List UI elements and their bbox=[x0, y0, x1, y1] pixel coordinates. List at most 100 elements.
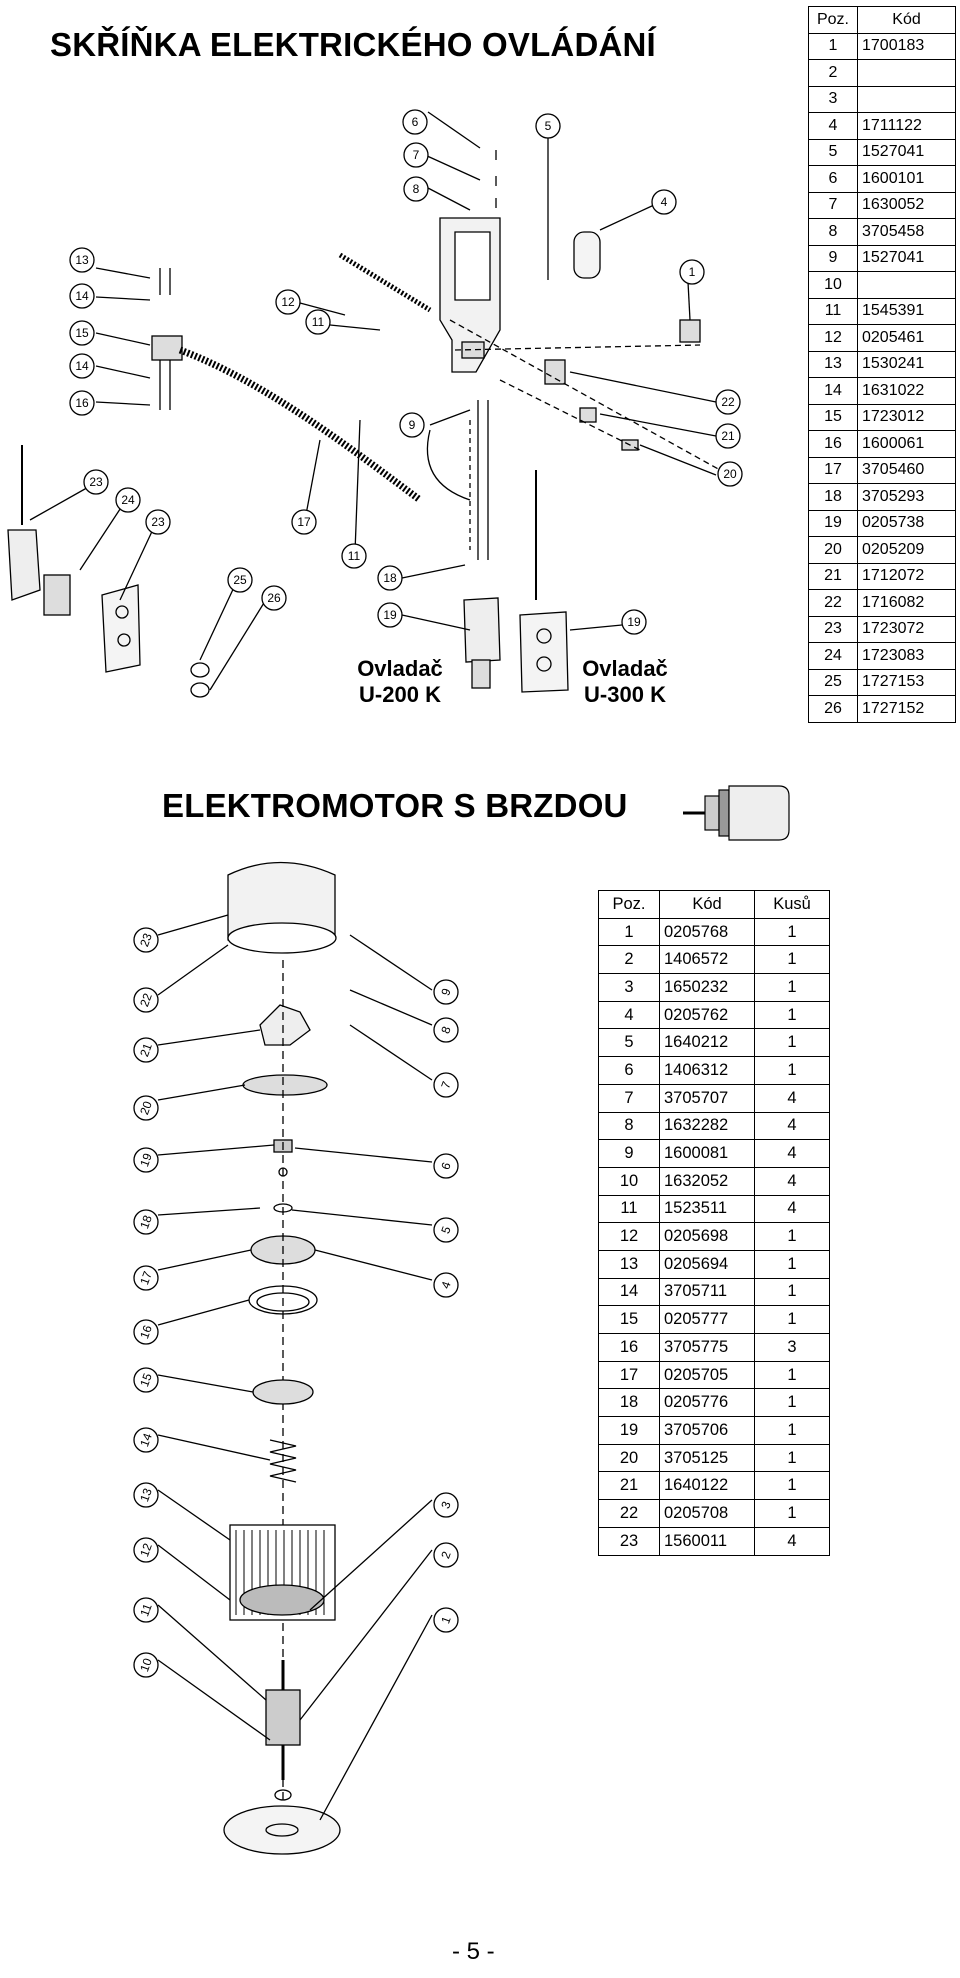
cell-poz: 18 bbox=[808, 483, 858, 511]
cell-kod: 3705775 bbox=[659, 1333, 755, 1362]
cell-kod: 3705458 bbox=[857, 218, 956, 246]
callout-number: 4 bbox=[438, 1279, 454, 1290]
callout-number: 25 bbox=[233, 573, 247, 587]
cell-kusu: 1 bbox=[754, 1277, 830, 1307]
controller-u300-line2: U-300 K bbox=[584, 682, 666, 707]
cell-kod: 1650232 bbox=[659, 973, 755, 1002]
callout-circle bbox=[69, 247, 95, 273]
cell-kod: 1545391 bbox=[857, 297, 956, 325]
callout-circle bbox=[305, 309, 331, 335]
cell-kusu: 4 bbox=[754, 1526, 830, 1556]
callout-number: 14 bbox=[75, 359, 89, 373]
callout-marker: 12 bbox=[275, 289, 301, 315]
cell-kod bbox=[857, 85, 956, 113]
cell-kod: 0205694 bbox=[659, 1249, 755, 1279]
cell-poz: 5 bbox=[808, 138, 858, 166]
callout-circle bbox=[621, 609, 647, 635]
cell-poz: 22 bbox=[808, 589, 858, 617]
cell-poz: 1 bbox=[598, 917, 660, 947]
callout-marker: 14 bbox=[69, 353, 95, 379]
callout-marker: 17 bbox=[133, 1265, 159, 1291]
callout-number: 19 bbox=[627, 615, 641, 629]
cell-kod: 1600081 bbox=[659, 1139, 755, 1168]
callout-number: 5 bbox=[438, 1224, 454, 1235]
cell-kusu: 1 bbox=[754, 1056, 830, 1085]
callout-number: 16 bbox=[75, 396, 89, 410]
cell-poz: 1 bbox=[808, 32, 858, 60]
callout-circle bbox=[115, 487, 141, 513]
callout-marker: 18 bbox=[377, 565, 403, 591]
cell-kod: 1712072 bbox=[857, 562, 956, 590]
cell-kod: 0205698 bbox=[659, 1222, 755, 1251]
callout-circle bbox=[133, 1652, 159, 1678]
callout-circle bbox=[83, 469, 109, 495]
cell-kod: 3705460 bbox=[857, 456, 956, 484]
callout-marker: 18 bbox=[133, 1209, 159, 1235]
callout-circle bbox=[291, 509, 317, 535]
callout-marker: 15 bbox=[69, 320, 95, 346]
cell-kusu: 4 bbox=[754, 1139, 830, 1168]
cell-poz: 16 bbox=[598, 1333, 660, 1362]
cell-poz: 19 bbox=[808, 509, 858, 537]
cell-kod: 1560011 bbox=[659, 1526, 755, 1556]
cell-kusu: 1 bbox=[754, 1416, 830, 1445]
callout-circle bbox=[133, 1537, 159, 1563]
callout-marker: 4 bbox=[433, 1272, 459, 1298]
cell-kod: 1723072 bbox=[857, 615, 956, 643]
callout-marker: 3 bbox=[433, 1492, 459, 1518]
cell-poz: 10 bbox=[808, 271, 858, 299]
cell-kusu: 1 bbox=[754, 917, 830, 947]
callout-marker: 12 bbox=[133, 1537, 159, 1563]
callout-circle bbox=[433, 1607, 459, 1633]
cell-kusu: 3 bbox=[754, 1333, 830, 1362]
callout-marker: 13 bbox=[69, 247, 95, 273]
motor-thumbnail-icon bbox=[683, 785, 790, 841]
callout-circle bbox=[275, 289, 301, 315]
cell-kusu: 1 bbox=[754, 1443, 830, 1473]
callout-marker: 21 bbox=[715, 423, 741, 449]
cell-kusu: 4 bbox=[754, 1111, 830, 1141]
callout-circle bbox=[133, 1319, 159, 1345]
callout-marker: 24 bbox=[115, 487, 141, 513]
callout-marker: 17 bbox=[291, 509, 317, 535]
cell-poz: 6 bbox=[598, 1056, 660, 1085]
callout-circle bbox=[402, 109, 428, 135]
callout-circle bbox=[651, 189, 677, 215]
cell-poz: 7 bbox=[598, 1083, 660, 1113]
callout-number: 11 bbox=[137, 1601, 155, 1618]
callout-circle bbox=[717, 461, 743, 487]
callout-number: 11 bbox=[348, 549, 361, 563]
cell-kusu: 1 bbox=[754, 945, 830, 975]
callout-marker: 16 bbox=[69, 390, 95, 416]
cell-poz: 7 bbox=[808, 191, 858, 219]
callout-number: 18 bbox=[383, 571, 397, 585]
callout-circle bbox=[377, 602, 403, 628]
cell-poz: 19 bbox=[598, 1416, 660, 1445]
cell-kod: 0205461 bbox=[857, 324, 956, 352]
callout-circle bbox=[715, 423, 741, 449]
cell-poz: 11 bbox=[808, 297, 858, 325]
callout-circle bbox=[133, 1427, 159, 1453]
cell-kusu: 1 bbox=[754, 1388, 830, 1418]
controller-u200-line2: U-200 K bbox=[359, 682, 441, 707]
callout-number: 5 bbox=[545, 119, 552, 133]
